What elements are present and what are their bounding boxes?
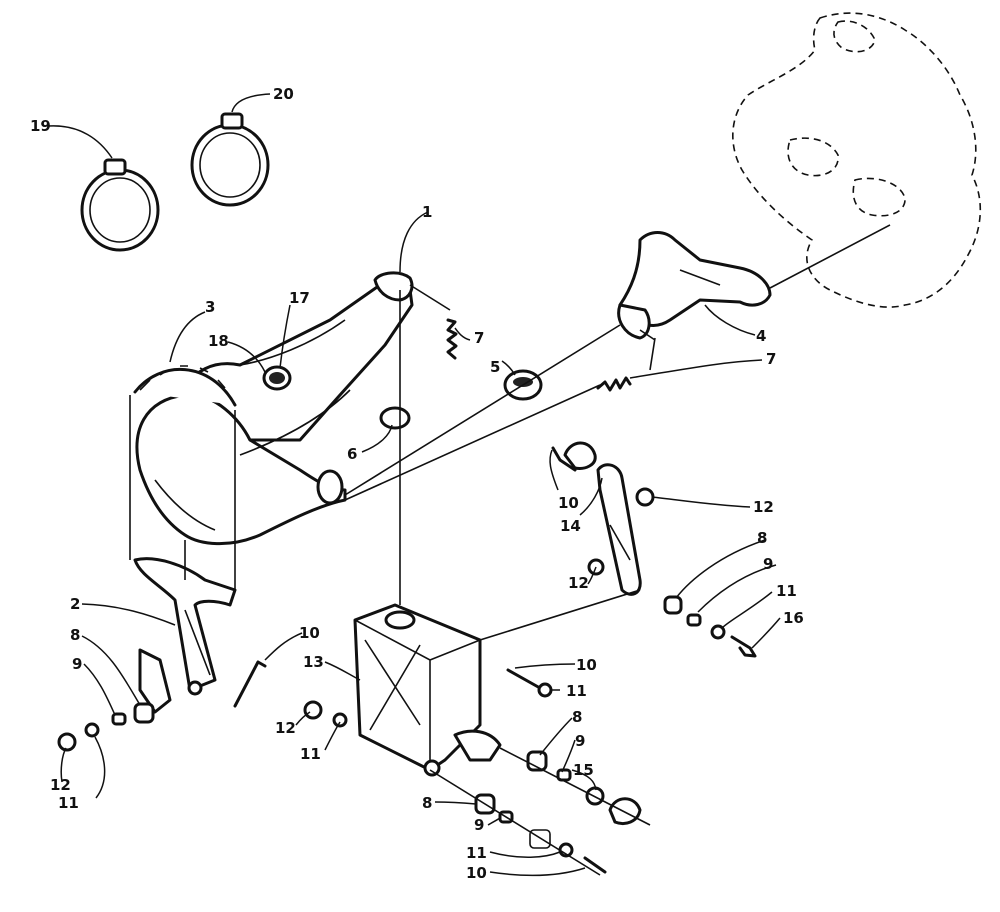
exhaust-manifold (617, 231, 772, 340)
callout-12c: 12 (275, 719, 296, 737)
mount-bracket-2 (133, 557, 237, 714)
callout-9d: 9 (474, 816, 484, 834)
callout-12a: 12 (753, 498, 774, 516)
expansion-chamber (135, 271, 414, 546)
callout-10a: 10 (558, 494, 579, 512)
callout-9c: 9 (575, 732, 585, 750)
callout-11e: 11 (466, 844, 487, 862)
callout-20: 20 (273, 85, 294, 103)
callout-9a: 9 (763, 555, 773, 573)
callout-8b: 8 (70, 626, 80, 644)
assembly-lines (129, 224, 891, 876)
callout-11d: 11 (58, 794, 79, 812)
spring-hanger-3 (133, 365, 237, 407)
callout-8c: 8 (572, 708, 582, 726)
spring-7a (446, 318, 458, 360)
callout-1: 1 (422, 203, 432, 221)
callout-11c: 11 (300, 745, 321, 763)
callout-16: 16 (783, 609, 804, 627)
callout-11b: 11 (566, 682, 587, 700)
callout-9b: 9 (72, 655, 82, 673)
callout-6: 6 (347, 445, 357, 463)
hardware (57, 446, 757, 874)
callout-8a: 8 (757, 529, 767, 547)
callout-13: 13 (303, 653, 324, 671)
callout-8d: 8 (422, 794, 432, 812)
callout-4: 4 (756, 327, 766, 345)
callout-7a: 7 (474, 329, 484, 347)
callout-12d: 12 (50, 776, 71, 794)
engine-outline (732, 12, 982, 308)
grommet-6 (379, 406, 411, 430)
callout-10c: 10 (576, 656, 597, 674)
callout-10b: 10 (299, 624, 320, 642)
clamp-19 (80, 158, 160, 252)
callout-2: 2 (70, 595, 80, 613)
callout-7b: 7 (766, 350, 776, 368)
callout-12b: 12 (568, 574, 589, 592)
callout-10d: 10 (466, 864, 487, 882)
leader-lines (47, 93, 781, 877)
round-plate-lower (608, 797, 642, 825)
callout-5: 5 (490, 358, 500, 376)
callout-14: 14 (560, 517, 581, 535)
round-plate-upper (563, 441, 597, 470)
callout-15: 15 (573, 761, 594, 779)
callout-3: 3 (205, 298, 215, 316)
clamp-20 (190, 112, 270, 207)
callout-17: 17 (289, 289, 310, 307)
callout-labels: 19 20 1 3 17 18 7 5 4 7 6 10 14 12 8 12 … (30, 85, 804, 882)
spring-7b (596, 376, 632, 392)
callout-19: 19 (30, 117, 51, 135)
plate-14 (596, 463, 642, 596)
callout-11a: 11 (776, 582, 797, 600)
mount-box-13 (353, 603, 502, 777)
callout-18: 18 (208, 332, 229, 350)
